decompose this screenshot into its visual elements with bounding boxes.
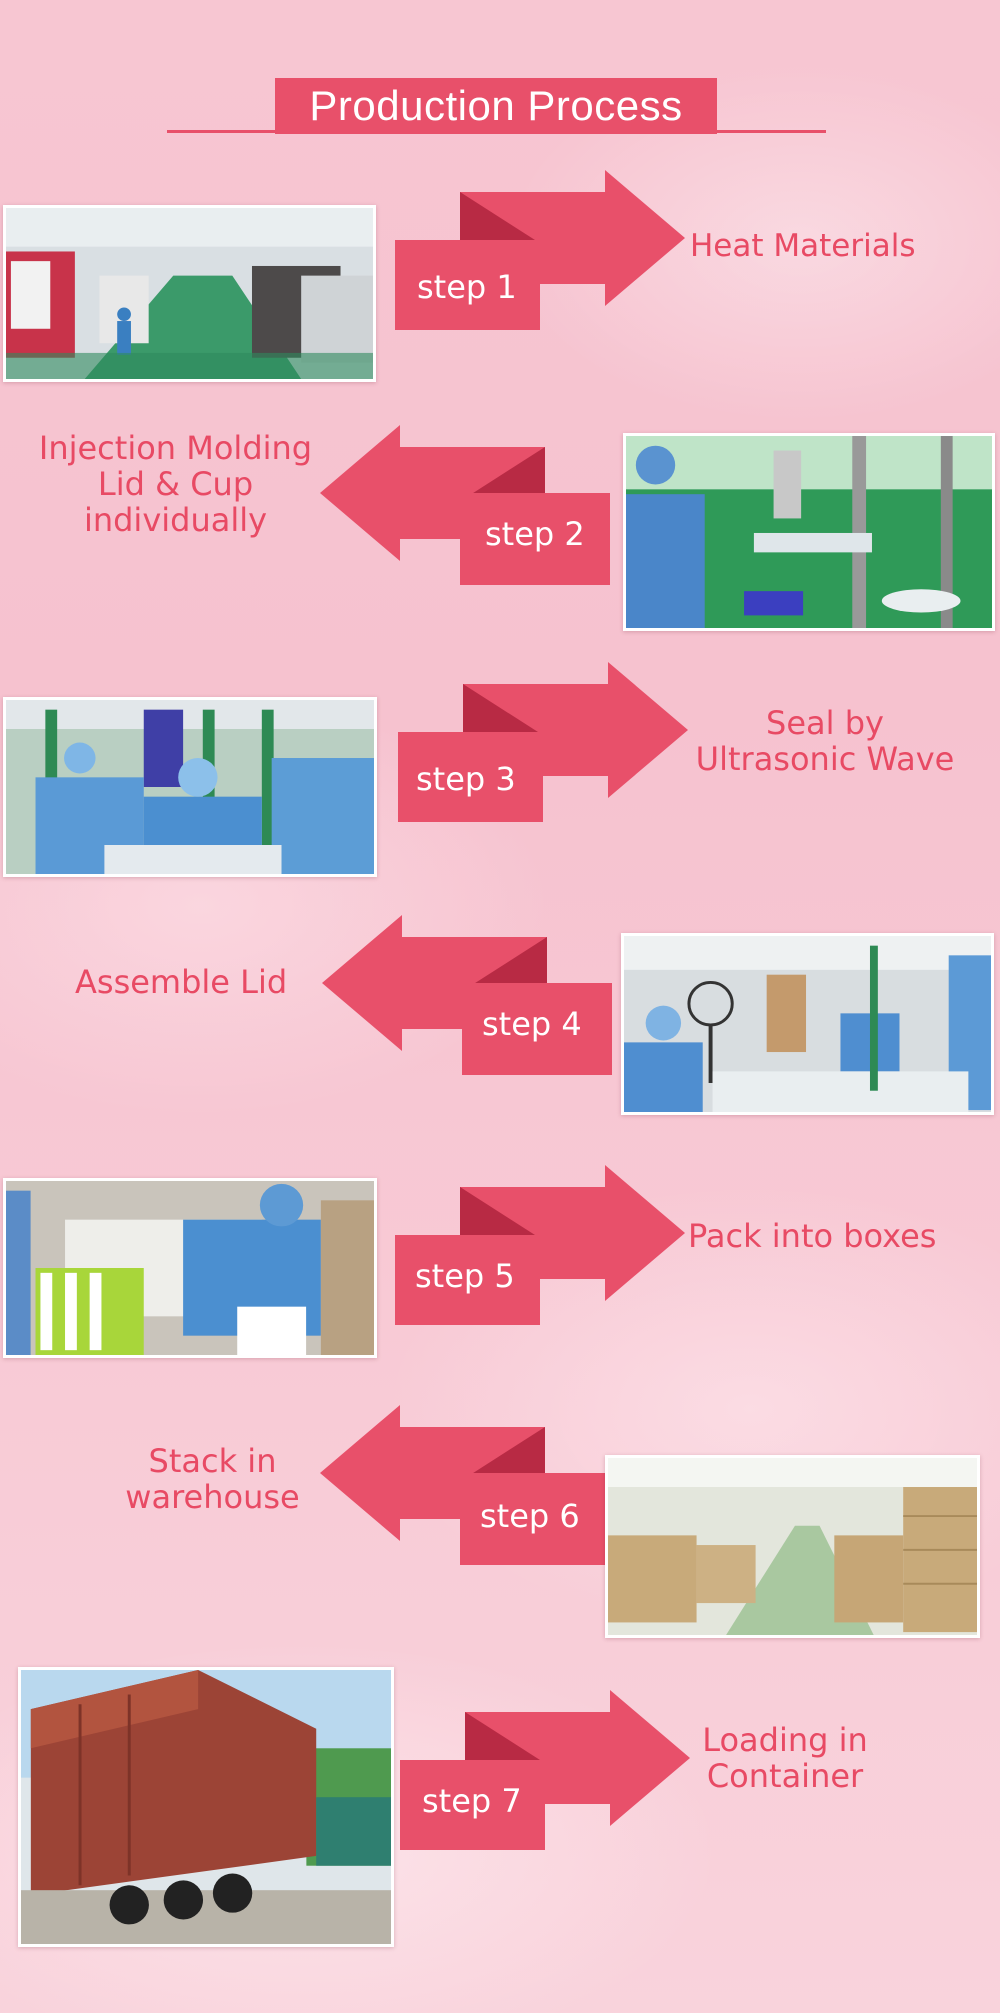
step-7-description: Loading in Container: [702, 1721, 868, 1795]
step-1-photo: [3, 205, 376, 382]
step-3-description: Seal by Ultrasonic Wave: [695, 704, 955, 778]
step-6-description: Stack in warehouse: [125, 1442, 300, 1516]
step-2-arrow: step 2: [310, 425, 610, 585]
step-1-description: Heat Materials: [690, 228, 916, 264]
step-2-description: Injection Molding Lid & Cup individually: [38, 429, 313, 539]
step-4-description: Assemble Lid: [75, 963, 288, 1001]
right-arrow-icon: [400, 1690, 690, 1850]
step-2-photo: [623, 433, 995, 631]
page-title: Production Process: [275, 78, 717, 134]
step-2-label: step 2: [485, 515, 585, 553]
step-5-description: Pack into boxes: [688, 1217, 937, 1255]
step-3-photo: [3, 697, 377, 877]
step-5-photo: [3, 1178, 377, 1358]
step-3-label: step 3: [416, 760, 516, 798]
step-3-arrow: step 3: [398, 662, 698, 822]
step-4-photo: [621, 933, 994, 1115]
step-7-label: step 7: [422, 1782, 522, 1820]
step-1-label: step 1: [417, 268, 517, 306]
right-arrow-icon: [398, 662, 688, 822]
step-6-photo: [605, 1455, 980, 1638]
left-arrow-icon: [320, 425, 610, 585]
step-4-label: step 4: [482, 1005, 582, 1043]
step-5-arrow: step 5: [395, 1165, 695, 1325]
left-arrow-icon: [320, 1405, 610, 1565]
step-6-label: step 6: [480, 1497, 580, 1535]
step-5-label: step 5: [415, 1257, 515, 1295]
left-arrow-icon: [322, 915, 612, 1075]
step-7-photo: [18, 1667, 394, 1947]
right-arrow-icon: [395, 170, 685, 330]
step-7-arrow: step 7: [400, 1690, 700, 1850]
step-1-arrow: step 1: [395, 170, 695, 330]
page-header: Production Process: [0, 0, 1000, 140]
step-4-arrow: step 4: [312, 915, 612, 1075]
step-6-arrow: step 6: [310, 1405, 610, 1565]
right-arrow-icon: [395, 1165, 685, 1325]
